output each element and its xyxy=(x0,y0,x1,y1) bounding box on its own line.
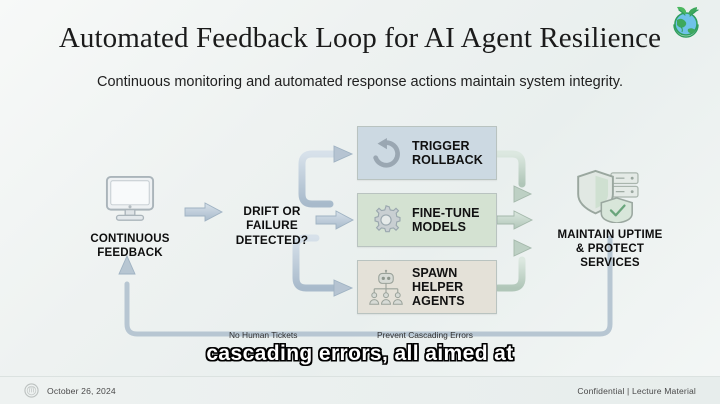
arrow-decision-to-spawn xyxy=(292,234,354,297)
label-line: AGENTS xyxy=(412,294,465,308)
node-continuous-feedback-label: CONTINUOUS FEEDBACK xyxy=(68,232,192,260)
label-line: DRIFT OR xyxy=(243,204,301,218)
action-box-fine-tune-models[interactable]: FINE-TUNE MODELS xyxy=(357,193,497,247)
arrow-rollback-to-uptime xyxy=(494,150,533,203)
robot-hierarchy-icon xyxy=(366,267,406,307)
label-line: FINE-TUNE xyxy=(412,206,480,220)
node-maintain-uptime: MAINTAIN UPTIME & PROTECT SERVICES xyxy=(524,166,696,270)
feedback-loop-arrow xyxy=(118,235,613,337)
flow-diagram: CONTINUOUS FEEDBACK DRIFT OR FAILURE DET… xyxy=(0,108,720,358)
caption-overlay: cascading errors, all aimed at xyxy=(206,342,514,365)
label-line: DETECTED? xyxy=(235,232,309,247)
loop-note-no-human-tickets: No Human Tickets xyxy=(229,330,298,340)
label-line: & PROTECT xyxy=(575,243,645,256)
label-line: FAILURE xyxy=(246,218,298,233)
footer-left-group: October 26, 2024 xyxy=(24,383,116,398)
arrow-finetune-to-uptime xyxy=(496,210,534,230)
gear-icon xyxy=(366,200,406,240)
node-drift-or-failure-detected: DRIFT OR FAILURE DETECTED? xyxy=(216,204,328,247)
page-subtitle: Continuous monitoring and automated resp… xyxy=(96,74,624,90)
label-line: MODELS xyxy=(412,220,467,234)
label-line: HELPER xyxy=(412,280,464,294)
footer-classification: Confidential | Lecture Material xyxy=(577,385,696,396)
action-box-spawn-helper-agents[interactable]: SPAWN HELPER AGENTS xyxy=(357,260,497,314)
arrow-decision-to-rollback xyxy=(298,145,354,208)
action-box-trigger-rollback-label: TRIGGER ROLLBACK xyxy=(412,139,483,167)
circular-seal-icon xyxy=(24,383,39,398)
action-box-trigger-rollback[interactable]: TRIGGER ROLLBACK xyxy=(357,126,497,180)
page-title: Automated Feedback Loop for AI Agent Res… xyxy=(58,22,662,54)
label-line: SPAWN xyxy=(412,266,458,280)
label-line: FEEDBACK xyxy=(97,247,163,260)
label-line: MAINTAIN UPTIME xyxy=(557,229,663,241)
desktop-monitor-icon xyxy=(68,170,192,230)
label-line: SERVICES xyxy=(580,257,640,270)
loop-note-prevent-cascading-errors: Prevent Cascading Errors xyxy=(377,330,473,340)
label-line: CONTINUOUS xyxy=(90,233,170,245)
shield-server-protect-icon xyxy=(524,166,696,226)
diagram-connectors xyxy=(118,145,613,337)
arrow-spawn-to-uptime xyxy=(494,239,533,292)
node-continuous-feedback: CONTINUOUS FEEDBACK xyxy=(68,170,192,260)
rollback-arrow-icon xyxy=(366,133,406,173)
green-globe-leaf-logo-icon xyxy=(668,4,706,38)
action-box-fine-tune-models-label: FINE-TUNE MODELS xyxy=(412,206,480,234)
node-maintain-uptime-label: MAINTAIN UPTIME & PROTECT SERVICES xyxy=(524,228,696,270)
label-line: ROLLBACK xyxy=(412,153,483,167)
footer-date: October 26, 2024 xyxy=(47,385,116,396)
slide-footer: October 26, 2024 Confidential | Lecture … xyxy=(0,376,720,404)
action-box-spawn-helper-agents-label: SPAWN HELPER AGENTS xyxy=(412,266,465,308)
arrow-feedback-to-decision xyxy=(184,202,223,222)
arrow-decision-to-finetune xyxy=(315,210,354,230)
label-line: TRIGGER xyxy=(412,139,470,153)
